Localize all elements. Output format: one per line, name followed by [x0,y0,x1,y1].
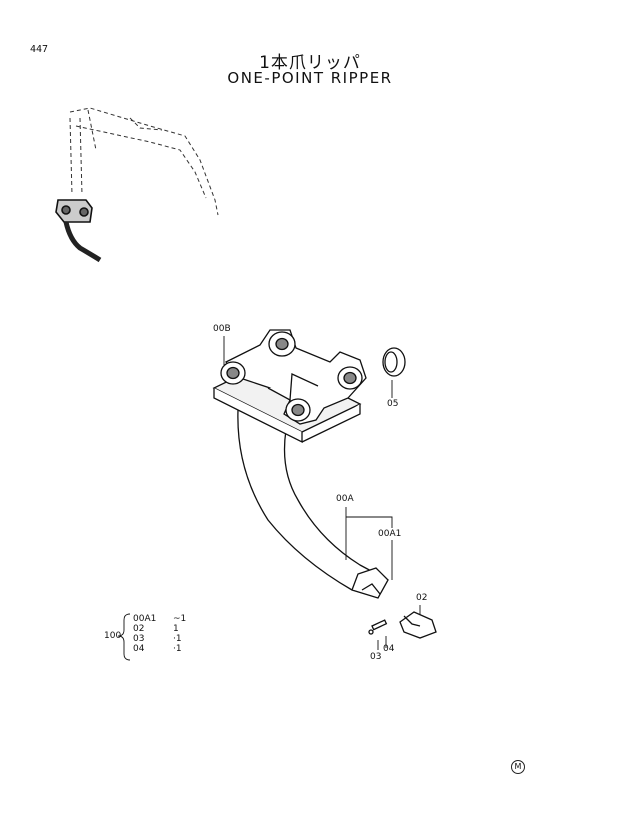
callout-05: 05 [387,399,399,409]
callout-02: 02 [416,593,428,603]
assembly-row: 04 ·1 [133,644,193,654]
assembly-qty: ~1 [173,614,187,624]
callout-04: 04 [383,644,395,654]
callout-00A1: 00A1 [378,529,402,539]
assembly-row: 02 1 [133,624,193,634]
assembly-qty: 1 [173,624,179,634]
assembly-part: 03 [133,634,145,644]
assembly-qty: ·1 [173,634,182,644]
assembly-row: 00A1 ~1 [133,614,193,624]
title-english: ONE-POINT RIPPER [227,69,393,87]
assembly-qty: ·1 [173,644,182,654]
callout-03: 03 [370,652,382,662]
assembly-part: 00A1 [133,614,157,624]
page-number: 447 [30,44,49,55]
assembly-part: 04 [133,644,145,654]
circled-m-mark: M [511,760,525,774]
assembly-row: 03 ·1 [133,634,193,644]
title-japanese: 1本爪リッパ [259,53,361,73]
assembly-parent: 100 [104,631,122,641]
assembly-list: 00A1 ~1 02 1 03 ·1 04 ·1 [133,614,193,654]
assembly-part: 02 [133,624,145,634]
callout-00B: 00B [213,324,231,334]
callout-00A: 00A [336,494,354,504]
